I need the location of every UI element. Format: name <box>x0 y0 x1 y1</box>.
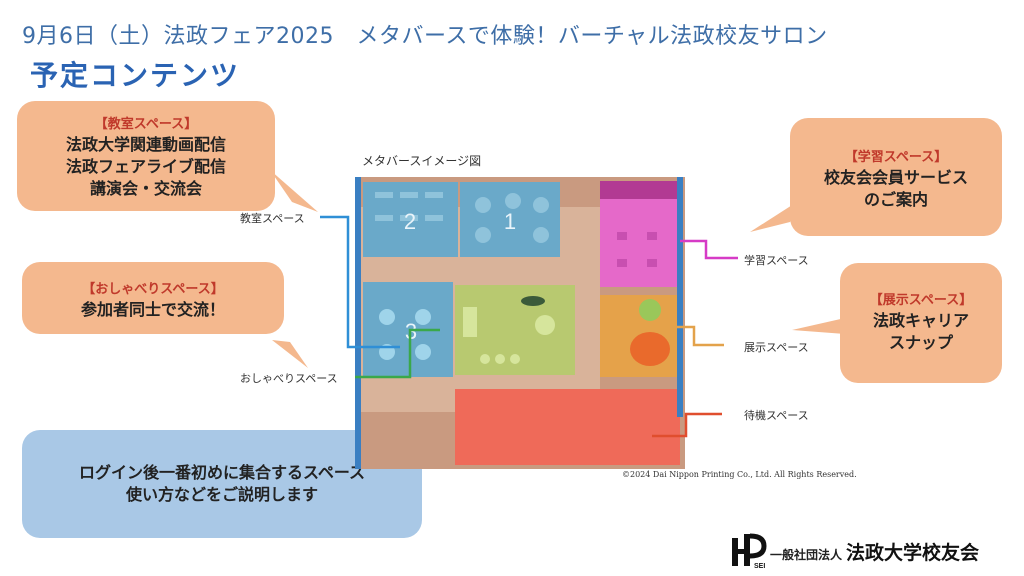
study-line-1: 校友会会員サービス <box>823 168 968 187</box>
chat-tables <box>379 309 431 360</box>
study-shelves <box>600 181 680 199</box>
classroom-bubble: 【教室スペース】 法政大学関連動画配信 法政フェアライブ配信 講演会・交流会 <box>17 101 275 211</box>
exhibit-tag: 【展示スペース】 <box>869 293 973 308</box>
map-right-edge <box>677 177 683 417</box>
classroom-line-1: 法政大学関連動画配信 <box>65 135 226 154</box>
map-caption: メタバースイメージ図 <box>362 154 482 168</box>
study-line-2: のご案内 <box>863 190 928 209</box>
chat-connector <box>355 328 440 379</box>
exhibit-plant <box>639 299 661 321</box>
study-bubble-tail <box>750 200 800 232</box>
map-copyright: ©2024 Dai Nippon Printing Co., Ltd. All … <box>622 470 857 479</box>
classroom-1-tables <box>475 193 549 243</box>
chat-bubble: 【おしゃべりスペース】 参加者同士で交流！ <box>22 262 284 334</box>
label-study: 学習スペース <box>744 254 809 267</box>
waiting-space <box>455 389 680 465</box>
footer-organization: 一般社団法人法政大学校友会 <box>770 538 979 565</box>
exhibit-line-1: 法政キャリア <box>872 311 969 330</box>
page-title: 9月6日（土）法政フェア2025 メタバースで体験！バーチャル法政校友サロン <box>22 24 828 49</box>
classroom-2-desks <box>375 192 443 221</box>
study-tag: 【学習スペース】 <box>844 150 948 165</box>
lounge-furniture <box>463 307 555 364</box>
map-left-edge <box>355 177 361 469</box>
exhibit-bubble-tail <box>792 318 845 334</box>
logo-text: SEI <box>754 563 765 570</box>
lounge-ornament <box>521 296 545 306</box>
page-subtitle: 予定コンテンツ <box>30 59 241 92</box>
study-bubble: 【学習スペース】 校友会会員サービス のご案内 <box>790 118 1002 236</box>
classroom-line-2: 法政フェアライブ配信 <box>65 157 226 176</box>
waiting-connector <box>652 412 722 438</box>
room-number-2: 2 <box>404 209 416 234</box>
exhibit-line-2: スナップ <box>888 333 953 352</box>
label-classroom: 教室スペース <box>240 212 305 225</box>
chat-tag: 【おしゃべりスペース】 <box>82 282 224 297</box>
classroom-tag: 【教室スペース】 <box>94 117 198 132</box>
exhibit-connector <box>672 325 724 347</box>
study-connector <box>680 239 738 260</box>
chat-line-1: 参加者同士で交流！ <box>80 300 225 319</box>
label-exhibit: 展示スペース <box>744 341 809 354</box>
waiting-line-1: ログイン後一番初めに集合するスペース <box>78 463 366 482</box>
classroom-connector <box>320 215 400 349</box>
classroom-bubble-tail <box>270 170 318 212</box>
study-desks <box>617 232 657 267</box>
waiting-line-2: 使い方などをご説明します <box>125 485 318 504</box>
room-number-1: 1 <box>504 209 516 234</box>
hosei-logo-icon: SEI <box>732 533 767 570</box>
org-name: 法政大学校友会 <box>846 542 980 564</box>
exhibit-bubble: 【展示スペース】 法政キャリア スナップ <box>840 263 1002 383</box>
label-waiting: 待機スペース <box>744 409 809 422</box>
study-space <box>600 195 680 287</box>
classroom-line-3: 講演会・交流会 <box>89 179 202 198</box>
label-chat: おしゃべりスペース <box>240 372 338 385</box>
chat-bubble-tail <box>272 340 308 368</box>
exhibit-stage <box>630 332 670 366</box>
metaverse-map: 2 1 3 <box>355 177 685 469</box>
org-type: 一般社団法人 <box>770 548 843 562</box>
